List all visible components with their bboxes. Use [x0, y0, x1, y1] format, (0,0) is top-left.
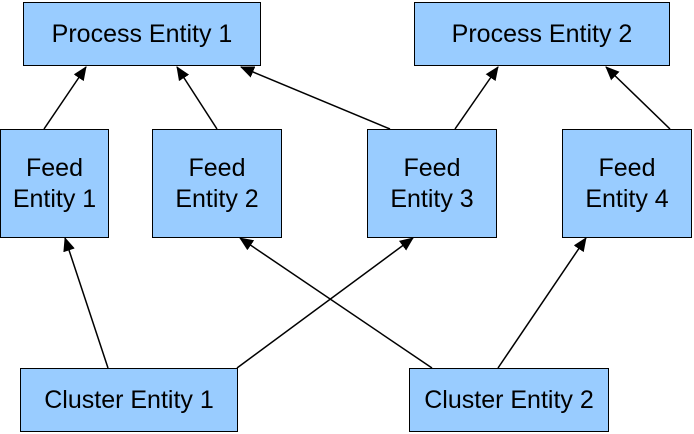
- feed-entity-3-line2: Entity 3: [390, 184, 474, 213]
- arrow-cluster-1-to-feed-1: [63, 237, 109, 369]
- cluster-entity-2-box[interactable]: Cluster Entity 2: [409, 368, 609, 432]
- feed-entity-1-line1: Feed: [26, 153, 83, 182]
- feed-entity-2-line1: Feed: [188, 153, 246, 182]
- feed-entity-2-box[interactable]: Feed Entity 2: [152, 129, 282, 238]
- cluster-entity-1-label: Cluster Entity 1: [44, 385, 214, 414]
- cluster-entity-2-label: Cluster Entity 2: [424, 385, 594, 414]
- feed-entity-4-box[interactable]: Feed Entity 4: [562, 129, 692, 238]
- arrow-cluster-2-to-feed-4: [497, 237, 587, 369]
- arrow-cluster-1-to-feed-3: [236, 237, 414, 369]
- feed-entity-3-line1: Feed: [403, 153, 461, 182]
- feed-entity-3-label: Feed Entity 3: [368, 153, 496, 215]
- feed-entity-4-line1: Feed: [598, 153, 656, 182]
- cluster-entity-1-box[interactable]: Cluster Entity 1: [20, 368, 238, 432]
- feed-entity-1-line2: Entity 1: [12, 184, 97, 213]
- feed-entity-2-label: Feed Entity 2: [153, 153, 281, 215]
- process-entity-1-box[interactable]: Process Entity 1: [23, 2, 261, 66]
- arrow-feed-2-to-process-1: [176, 66, 218, 130]
- process-entity-1-label: Process Entity 1: [51, 19, 233, 48]
- feed-entity-3-box[interactable]: Feed Entity 3: [367, 129, 497, 238]
- process-entity-2-box[interactable]: Process Entity 2: [414, 2, 670, 66]
- arrow-feed-3-to-process-2: [454, 66, 499, 130]
- arrow-cluster-2-to-feed-2: [239, 237, 433, 369]
- arrow-feed-3-to-process-1: [240, 66, 391, 130]
- edges-group: [43, 66, 671, 369]
- feed-entity-4-label: Feed Entity 4: [563, 153, 691, 215]
- arrow-feed-1-to-process-1: [43, 66, 87, 130]
- feed-entity-4-line2: Entity 4: [585, 184, 669, 213]
- process-entity-2-label: Process Entity 2: [451, 19, 633, 48]
- arrow-feed-4-to-process-2: [605, 66, 671, 130]
- feed-entity-1-box[interactable]: Feed Entity 1: [0, 129, 109, 238]
- feed-entity-2-line2: Entity 2: [175, 184, 259, 213]
- feed-entity-1-label: Feed Entity 1: [1, 153, 108, 215]
